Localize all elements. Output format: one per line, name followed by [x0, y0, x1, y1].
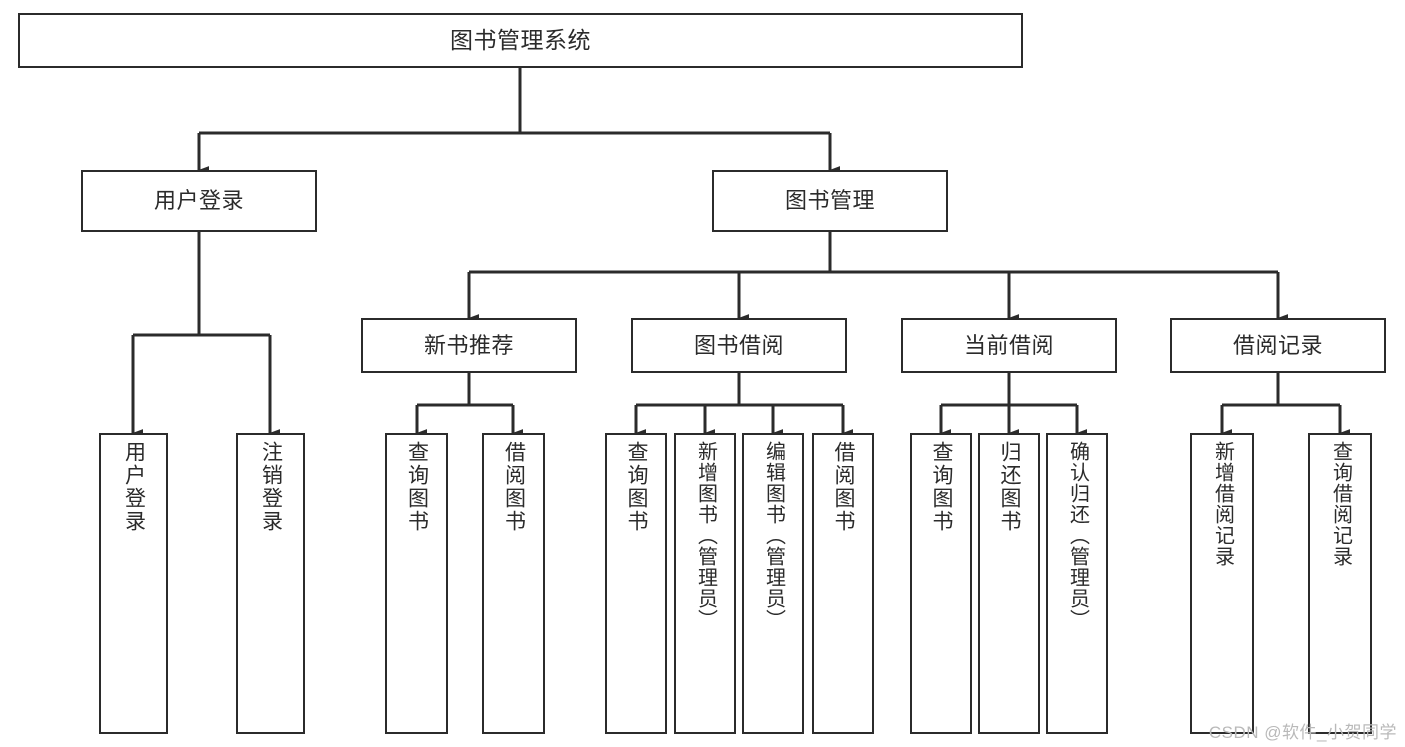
- node-borrowing-record[interactable]: 借阅记录: [1170, 318, 1386, 373]
- leaf-add-borrow-record[interactable]: 新增借阅记录: [1190, 433, 1254, 734]
- leaf-return-book[interactable]: 归还图书: [978, 433, 1040, 734]
- leaf-user-login[interactable]: 用户登录: [99, 433, 168, 734]
- node-label: 新增图书（管理员）: [694, 441, 717, 630]
- node-book-management[interactable]: 图书管理: [712, 170, 948, 232]
- leaf-confirm-return-admin[interactable]: 确认归还（管理员）: [1046, 433, 1108, 734]
- leaf-logout[interactable]: 注销登录: [236, 433, 305, 734]
- node-label: 查询图书: [625, 441, 649, 533]
- node-label: 新增借阅记录: [1211, 441, 1234, 567]
- node-new-book-recommendation[interactable]: 新书推荐: [361, 318, 577, 373]
- node-user-login[interactable]: 用户登录: [81, 170, 317, 232]
- node-label: 借阅图书: [502, 441, 526, 533]
- node-label: 图书借阅: [693, 332, 784, 358]
- watermark-text: CSDN @软件_小贺同学: [1208, 723, 1397, 742]
- node-label: 新书推荐: [423, 332, 514, 358]
- leaf-borrow-book-borrow[interactable]: 借阅图书: [812, 433, 874, 734]
- node-label: 注销登录: [259, 441, 283, 533]
- leaf-borrow-book-recommendation[interactable]: 借阅图书: [482, 433, 545, 734]
- node-label: 查询图书: [405, 441, 429, 533]
- node-label: 查询图书: [930, 441, 954, 533]
- node-label: 查询借阅记录: [1329, 441, 1352, 567]
- node-label: 编辑图书（管理员）: [762, 441, 785, 630]
- node-label: 借阅记录: [1232, 332, 1323, 358]
- leaf-edit-book-admin[interactable]: 编辑图书（管理员）: [742, 433, 804, 734]
- node-current-borrowing[interactable]: 当前借阅: [901, 318, 1117, 373]
- leaf-query-book-borrow[interactable]: 查询图书: [605, 433, 667, 734]
- leaf-query-book-current[interactable]: 查询图书: [910, 433, 972, 734]
- leaf-query-book-recommendation[interactable]: 查询图书: [385, 433, 448, 734]
- node-book-borrowing[interactable]: 图书借阅: [631, 318, 847, 373]
- node-label: 用户登录: [153, 188, 244, 214]
- node-label: 确认归还（管理员）: [1066, 441, 1089, 630]
- node-label: 图书管理: [784, 188, 875, 214]
- leaf-query-borrow-record[interactable]: 查询借阅记录: [1308, 433, 1372, 734]
- node-label: 图书管理系统: [450, 26, 591, 53]
- node-root-system[interactable]: 图书管理系统: [18, 13, 1023, 68]
- node-label: 用户登录: [122, 441, 146, 533]
- leaf-add-book-admin[interactable]: 新增图书（管理员）: [674, 433, 736, 734]
- node-label: 当前借阅: [963, 332, 1054, 358]
- node-label: 借阅图书: [832, 441, 856, 533]
- node-label: 归还图书: [998, 441, 1022, 533]
